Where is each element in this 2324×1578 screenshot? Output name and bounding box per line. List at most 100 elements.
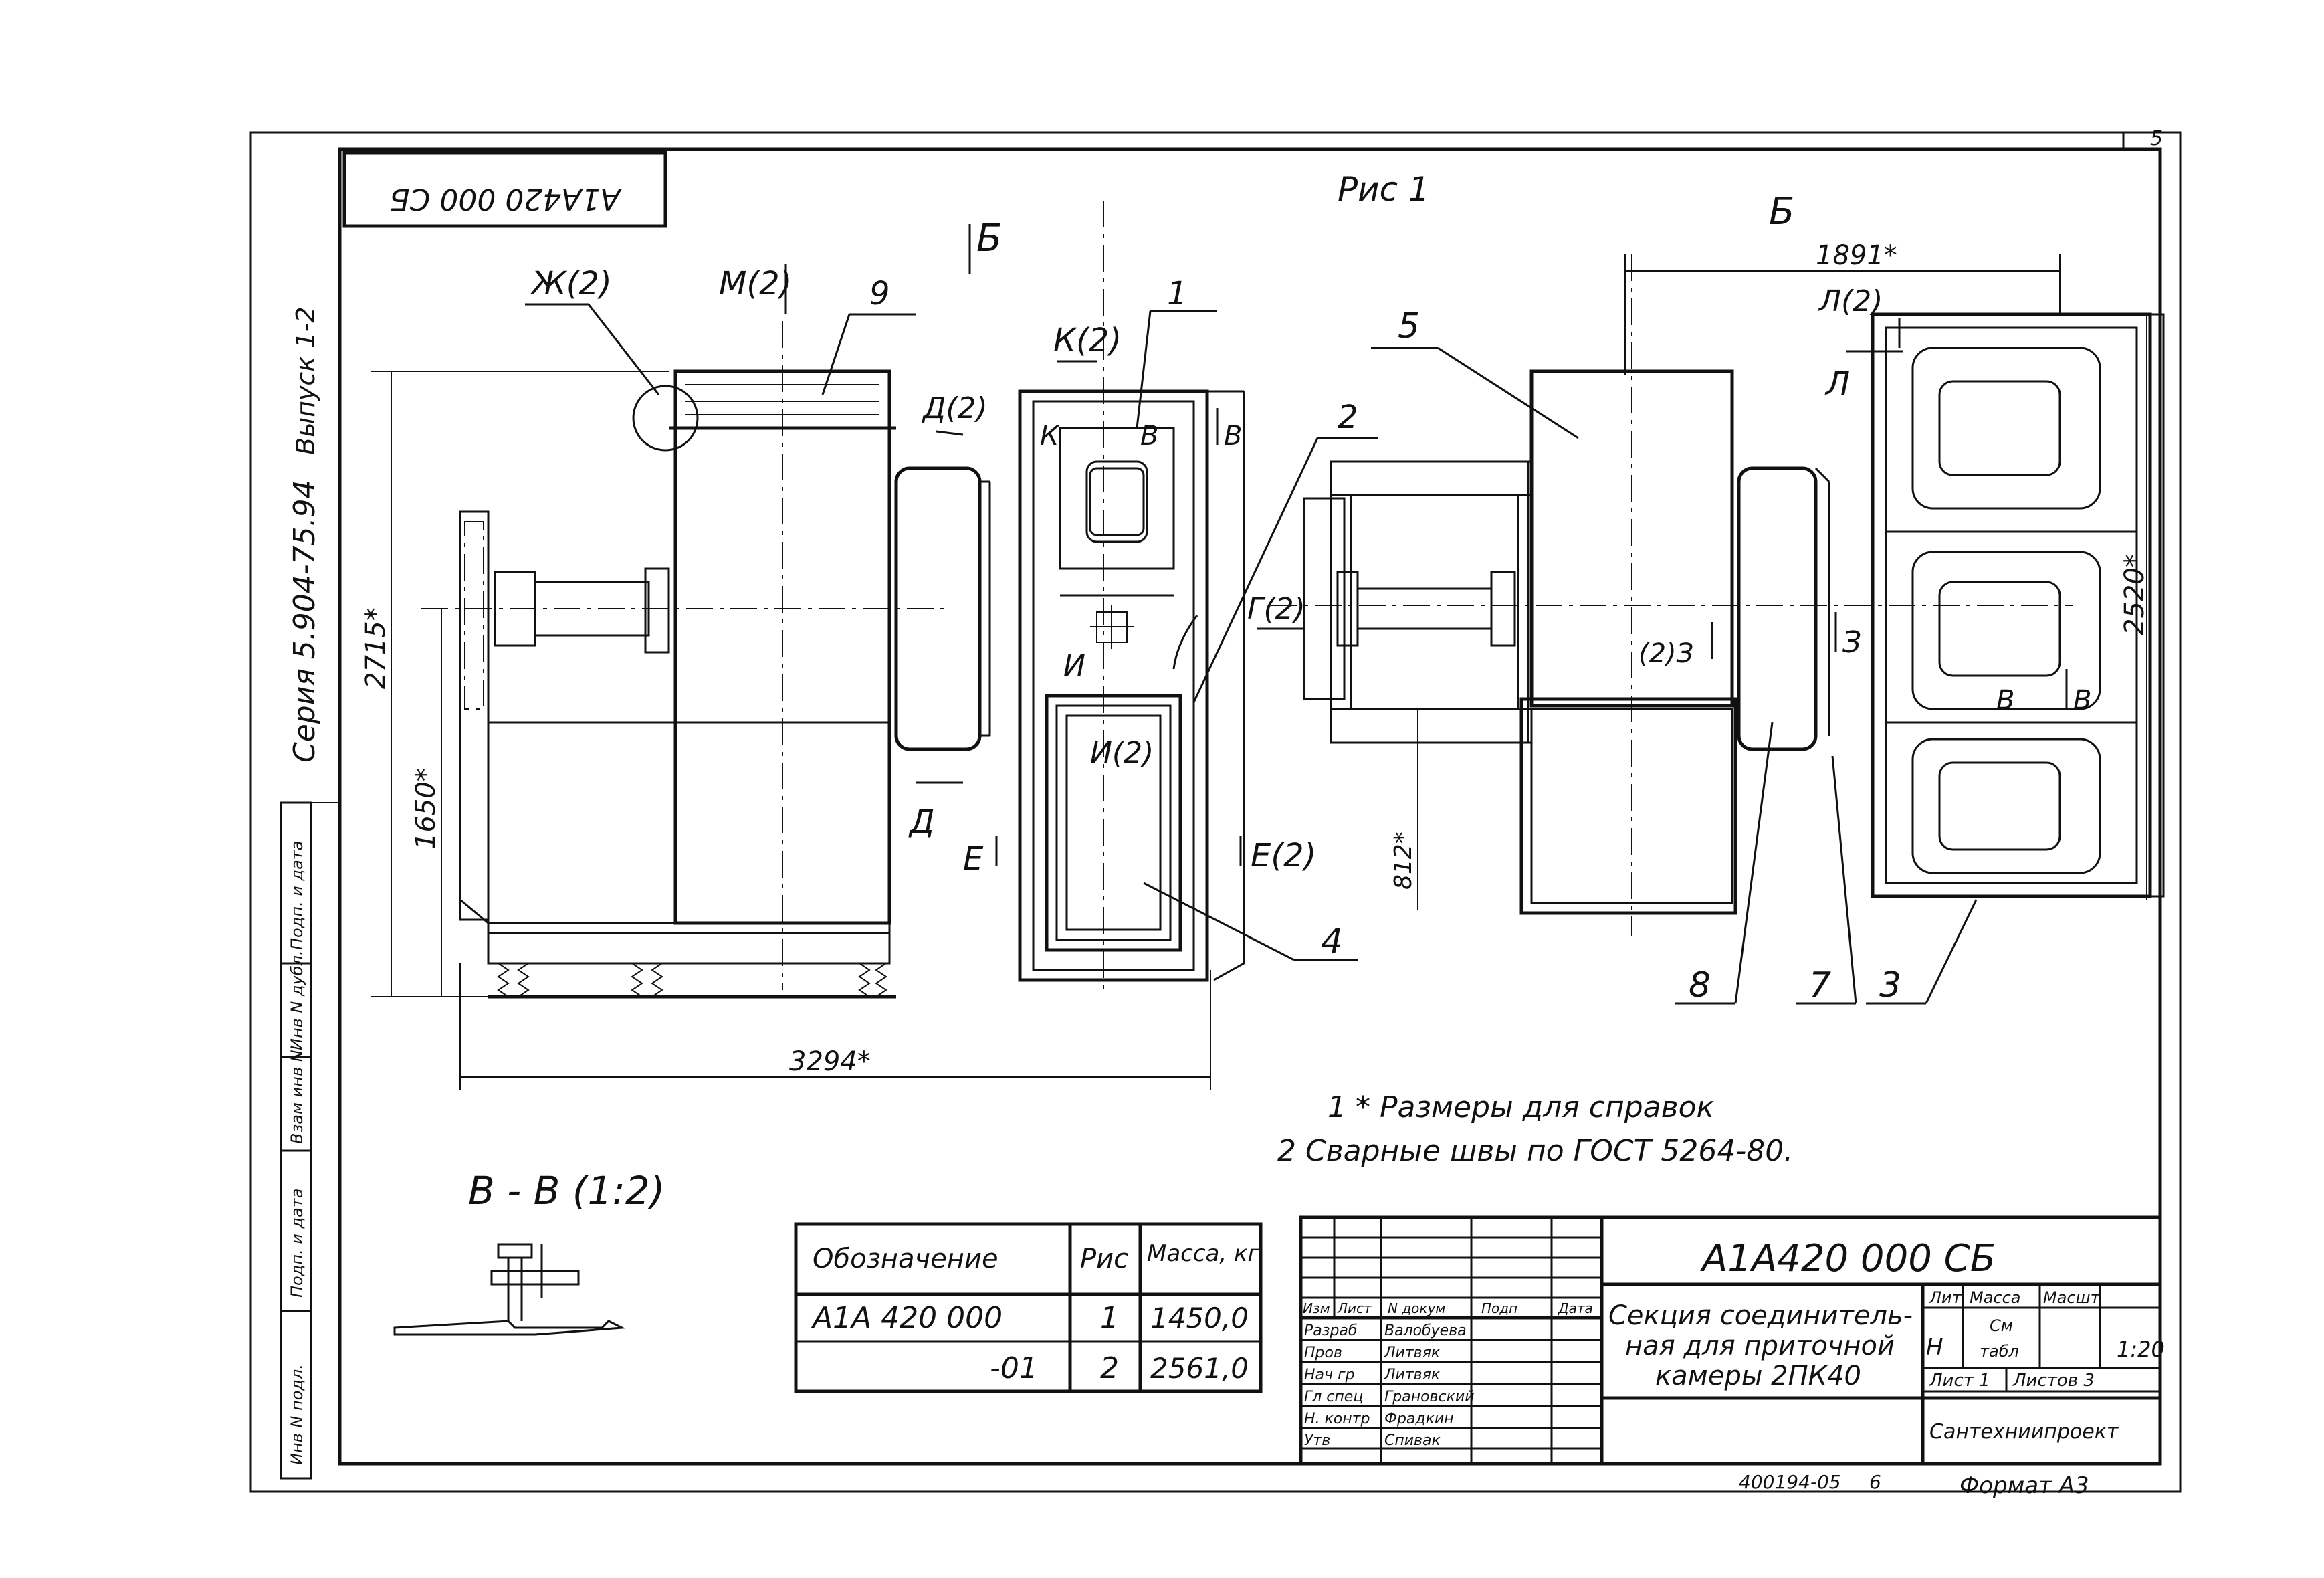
spec-header-designation: Обозначение [813, 1244, 998, 1274]
page-number: 5 [2150, 127, 2163, 151]
role-5: Н. контр [1304, 1411, 1370, 1427]
mass-value-1: См [1990, 1316, 2013, 1335]
callout-e2: Е(2) [1251, 837, 1316, 874]
note-1: 1 * Размеры для справок [1328, 1090, 1714, 1124]
callout-3: 3 [1879, 965, 1901, 1005]
role-3: Нач гр [1304, 1367, 1355, 1383]
title-block-code: А1А420 000 СБ [1700, 1237, 1996, 1280]
view-mark-right: Б [1769, 190, 1794, 233]
callout-7: 7 [1809, 965, 1831, 1005]
callout-1: 1 [1167, 275, 1188, 312]
bottom-code: 400194-05 [1739, 1471, 1841, 1493]
spec-row-2-fig: 2 [1100, 1351, 1119, 1385]
mass-label: Масса [1970, 1288, 2021, 1307]
issue-vertical: Выпуск 1-2 [291, 307, 320, 455]
bottom-num: 6 [1869, 1471, 1881, 1493]
role-6: Утв [1304, 1432, 1330, 1449]
rotated-code-box: А1А420 000 СБ [342, 151, 667, 228]
stamp-cell-4: Подп. и дата [288, 1189, 306, 1298]
note-2: 2 Сварные швы по ГОСТ 5264-80. [1277, 1134, 1793, 1168]
callout-z2: (2)З [1639, 638, 1693, 669]
role-1: Разраб [1304, 1322, 1357, 1339]
callout-2: 2 [1338, 399, 1358, 436]
name-2: Литвяк [1384, 1345, 1441, 1361]
title-line-1: Секция соединитель- [1608, 1300, 1913, 1331]
col-header-sign: Подп [1481, 1300, 1517, 1316]
lit-value: Н [1926, 1334, 1943, 1361]
role-4: Гл спец [1304, 1389, 1363, 1405]
spec-row-1-designation: А1А 420 000 [811, 1301, 1002, 1335]
callout-z: З [1842, 625, 1861, 660]
stamp-cell-2: Инв N дубл. [288, 950, 306, 1050]
callout-g: Г(2) [1247, 592, 1305, 626]
dim-side: 2520* [2119, 554, 2150, 635]
middle-frame-drawing [1018, 201, 1245, 990]
figure-title: Рис 1 [1338, 170, 1430, 209]
callout-b1-right: В [1996, 685, 2014, 716]
stamp-cell-5: Инв N подл. [288, 1364, 306, 1465]
callout-k: К(2) [1053, 322, 1122, 359]
callout-8: 8 [1689, 965, 1711, 1005]
section-detail [393, 1243, 626, 1336]
callout-l: Л [1824, 365, 1850, 403]
spec-row-1-fig: 1 [1100, 1301, 1119, 1335]
callout-d2: Д(2) [922, 391, 988, 425]
name-5: Фрадкин [1384, 1411, 1454, 1427]
spec-header-fig: Рис [1080, 1244, 1128, 1274]
sheet-label: Лист 1 [1929, 1371, 1990, 1391]
callout-m: М(2) [719, 265, 792, 302]
callout-zh: Ж(2) [530, 265, 612, 302]
dim-height: 2715* [360, 607, 391, 689]
callout-4: 4 [1321, 922, 1343, 962]
sheet-frame [249, 131, 2182, 1493]
rotated-code: А1А420 000 СБ [389, 182, 622, 216]
dim-top: 1891* [1816, 240, 1897, 271]
scale-value: 1:20 [2117, 1337, 2165, 1362]
right-view-drawing [1271, 254, 2165, 936]
org-name: Сантехниипроект [1929, 1420, 2119, 1444]
series-vertical: Серия 5.904-75.94 [288, 480, 322, 763]
col-header-izm: Изм [1303, 1300, 1330, 1316]
col-header-doc: N докум [1388, 1300, 1445, 1316]
mass-value-2: табл [1980, 1342, 2019, 1361]
side-stamp [280, 801, 340, 1480]
callout-b1-left: В [1140, 421, 1158, 452]
callout-l2: Л(2) [1818, 284, 1883, 318]
name-6: Спивак [1384, 1432, 1441, 1449]
role-2: Пров [1304, 1345, 1342, 1361]
col-header-date: Дата [1558, 1300, 1593, 1316]
dim-length: 3294* [789, 1046, 871, 1077]
callout-d: Д [908, 803, 935, 841]
format-label: Формат А3 [1960, 1472, 2089, 1499]
left-view-drawing [421, 321, 991, 999]
dim-axis: 1650* [411, 768, 441, 850]
view-mark-left: Б [976, 217, 1002, 260]
stamp-cell-1: Подп. и дата [288, 841, 306, 951]
spec-row-2-mass: 2561,0 [1150, 1352, 1249, 1385]
lit-label: Лит [1929, 1288, 1962, 1307]
title-line-3: камеры 2ПК40 [1655, 1361, 1861, 1391]
spec-row-2-designation: -01 [990, 1351, 1038, 1385]
name-3: Литвяк [1384, 1367, 1441, 1383]
callout-9: 9 [869, 275, 890, 312]
callout-k-small: К [1040, 421, 1060, 452]
callout-b2-left: В [1224, 421, 1242, 452]
callout-5: 5 [1398, 306, 1420, 347]
name-1: Валобуева [1384, 1322, 1467, 1339]
col-header-list: Лист [1337, 1300, 1372, 1316]
spec-table [794, 1222, 1263, 1393]
sheets-label: Листов 3 [2012, 1371, 2095, 1391]
dim-812: 812* [1390, 831, 1417, 890]
callout-e: Е [963, 840, 984, 878]
name-4: Грановский [1384, 1389, 1475, 1405]
callout-i: И [1063, 649, 1085, 683]
title-block [1299, 1215, 2162, 1466]
spec-header-mass: Масса, кг [1147, 1240, 1261, 1267]
section-title: В - В (1:2) [468, 1168, 665, 1213]
callout-i2: И(2) [1090, 736, 1154, 770]
title-line-2: ная для приточной [1625, 1330, 1895, 1361]
scale-label: Масшт [2043, 1288, 2101, 1307]
stamp-cell-3: Взам инв N [288, 1050, 306, 1144]
callout-b2-right: В [2073, 685, 2091, 716]
